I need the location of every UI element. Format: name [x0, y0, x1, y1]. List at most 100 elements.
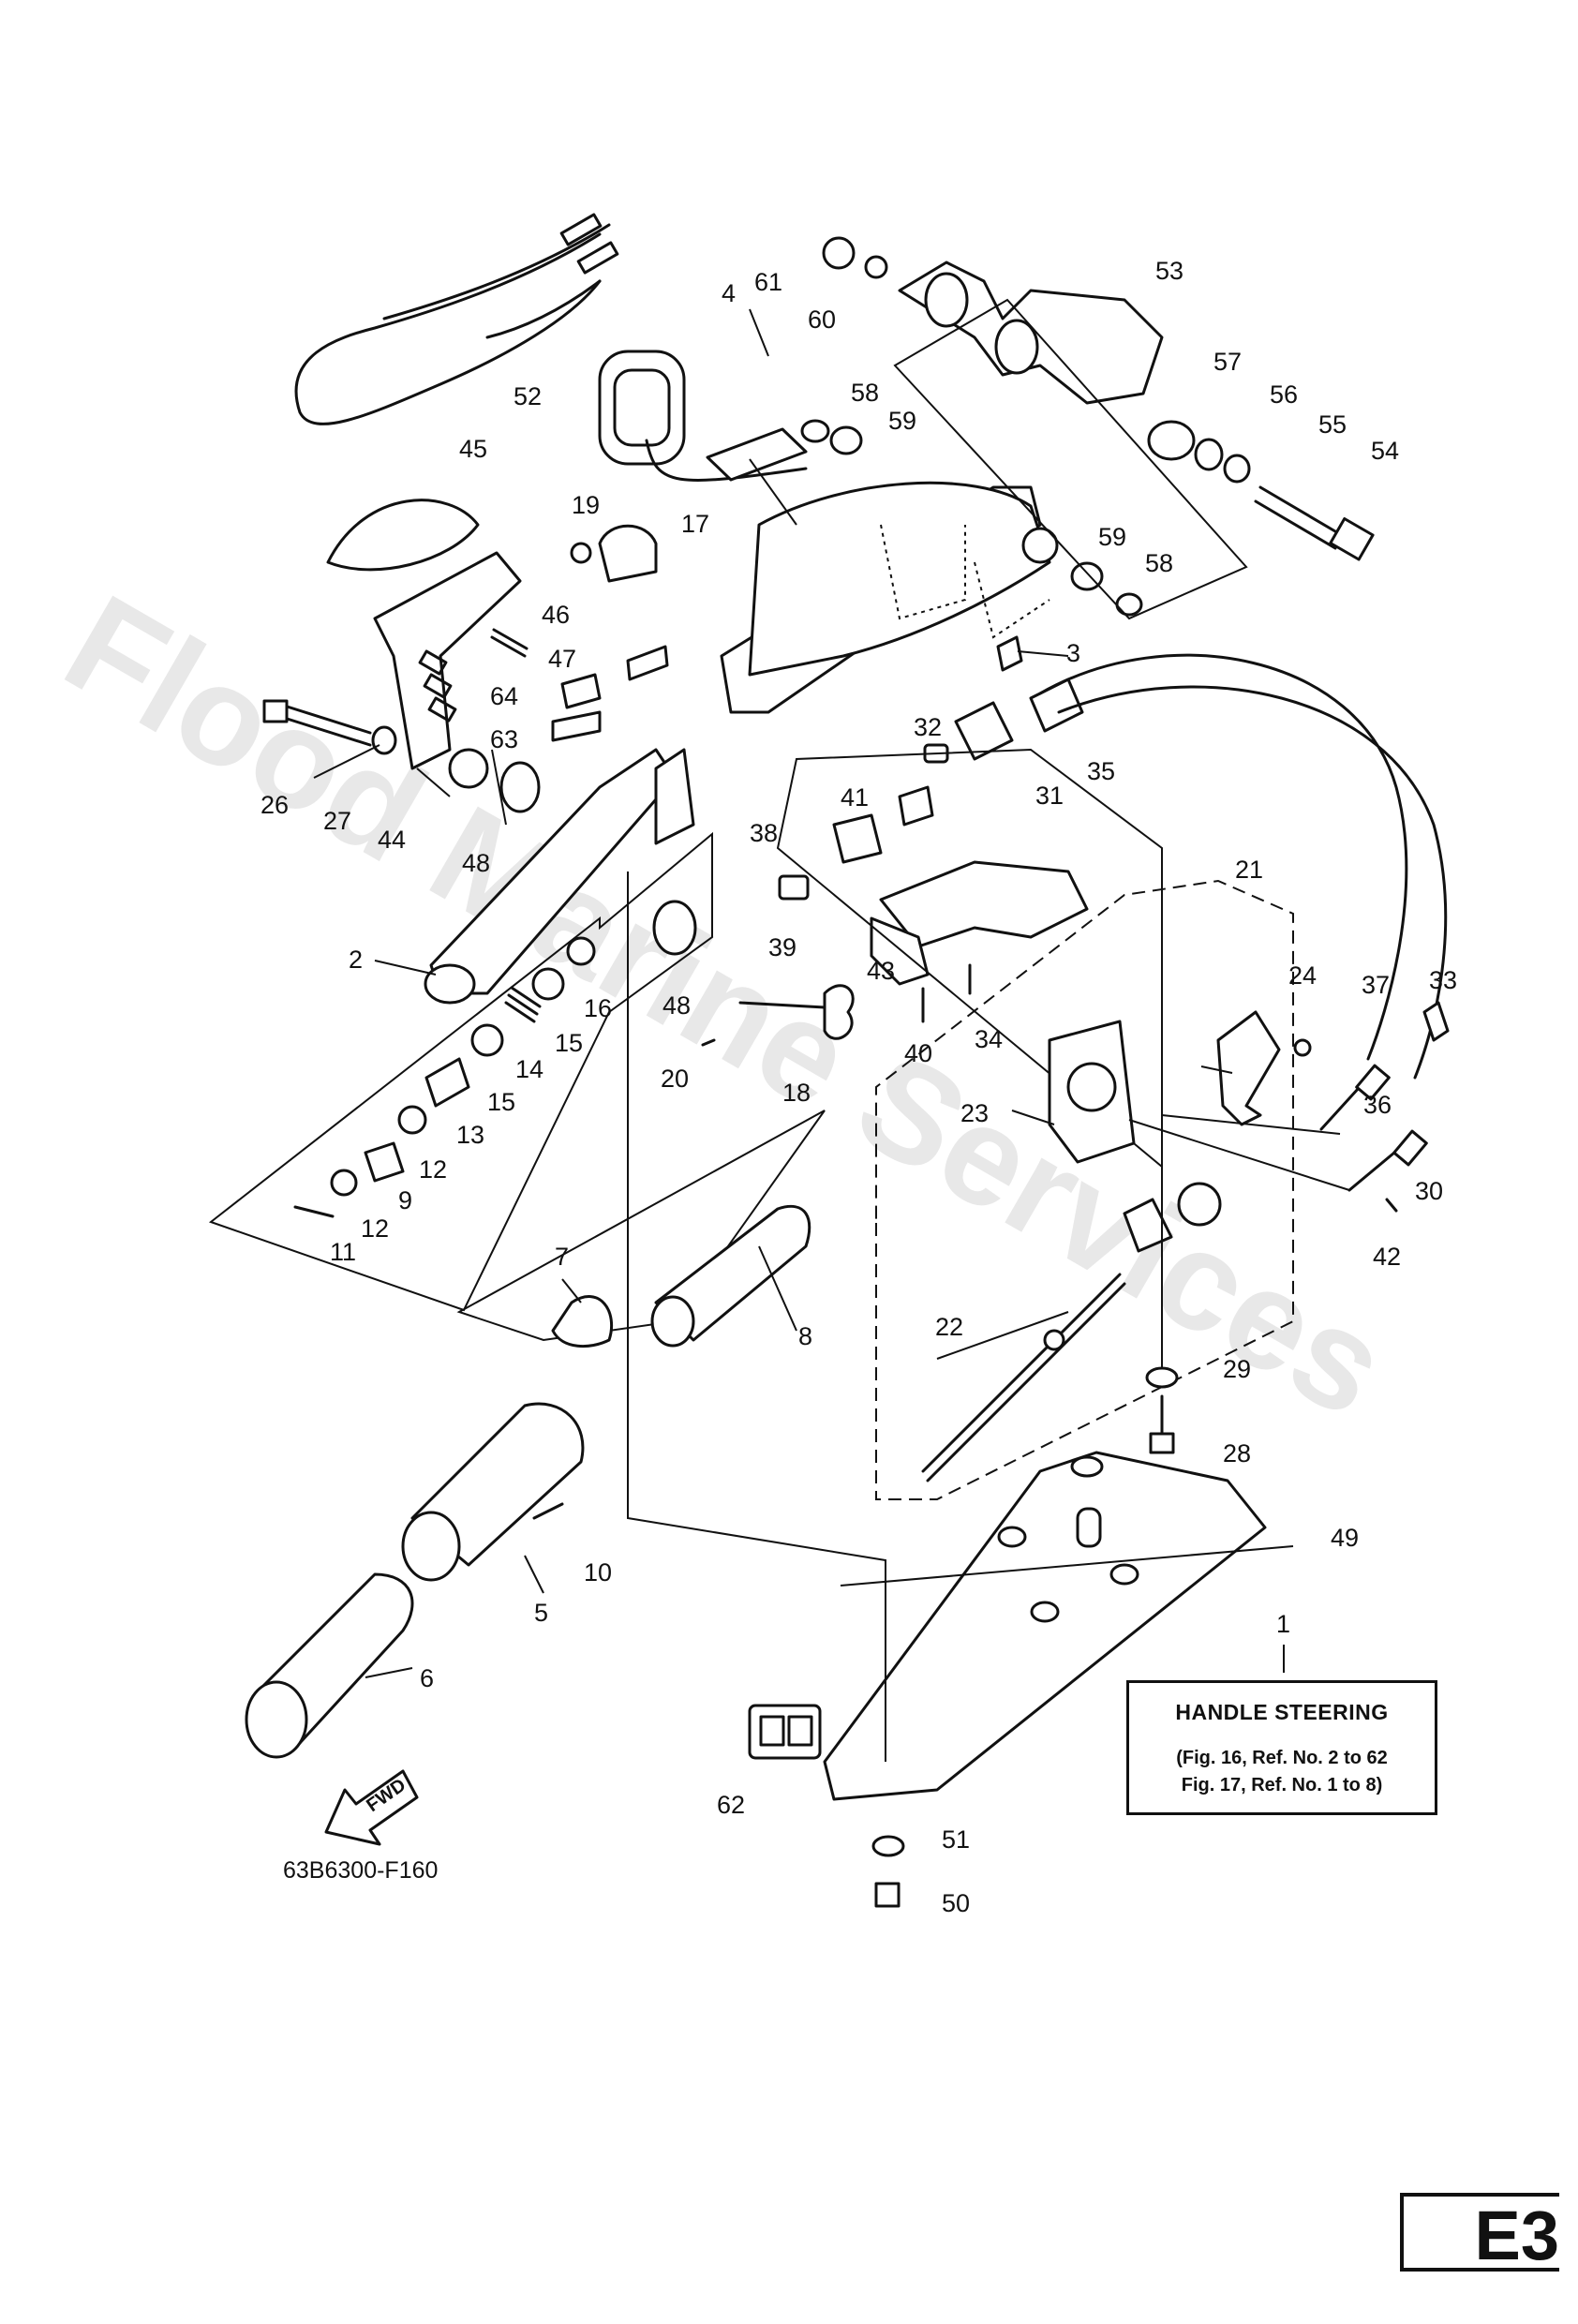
part-26-bolt-head: [262, 699, 289, 723]
part-label: 42: [1373, 1243, 1401, 1271]
part-label: 34: [975, 1025, 1003, 1053]
part-label: 47: [548, 645, 576, 673]
part-label: 23: [960, 1099, 989, 1127]
part-label: 3: [1066, 639, 1080, 667]
part-54-bolt: [1254, 485, 1375, 561]
part-label: 2: [349, 946, 363, 974]
part-label: 57: [1213, 348, 1242, 376]
part-label: 19: [572, 491, 600, 519]
part-18-friction-screw: [738, 984, 855, 1040]
part-label: 32: [914, 713, 942, 741]
part-label: 38: [750, 819, 778, 847]
part-23-shift-bracket: [1048, 1020, 1136, 1164]
tiller-arm: [424, 748, 695, 1005]
part-label: 40: [904, 1039, 932, 1067]
part-27-washer: [371, 725, 397, 755]
part-24-clip: [1293, 1038, 1312, 1057]
part-64-label: [560, 673, 602, 709]
fwd-arrow: FWD: [324, 1769, 419, 1846]
part-label: 24: [1288, 961, 1317, 990]
part-label: 49: [1331, 1524, 1359, 1552]
part-label: 35: [1087, 757, 1115, 785]
mounting-plate: [778, 785, 1089, 986]
part-6-throttle-grip: [245, 1572, 414, 1759]
part-label: 55: [1318, 410, 1347, 439]
part-label: 39: [768, 933, 796, 961]
part-label: 45: [459, 435, 487, 463]
ref-line-lever-to-cable: [1128, 1114, 1350, 1191]
part-label: 7: [555, 1243, 569, 1271]
part-17-knob: [598, 524, 658, 583]
part-50-screw: [874, 1882, 901, 1908]
part-53-bracket: [898, 261, 1164, 405]
part-label: 9: [398, 1186, 412, 1214]
part-label: 27: [323, 807, 351, 835]
part-29-washer: [1145, 1366, 1179, 1389]
part-33-clip: [1422, 1001, 1450, 1042]
part-55-washer: [1223, 454, 1251, 484]
part-42-clip: [1385, 1198, 1398, 1213]
outline-box-left: [208, 831, 713, 1312]
part-label: 41: [841, 783, 869, 812]
part-49-bottom-cover: [823, 1451, 1267, 1801]
part-8-sleeve: [650, 1204, 811, 1348]
part-label: 44: [378, 826, 406, 854]
part-36-cable-end: [1319, 1064, 1391, 1131]
part-label: 8: [798, 1322, 812, 1350]
part-label: 46: [542, 601, 570, 629]
part-60-washer: [864, 255, 888, 279]
part-63-label: [551, 710, 602, 742]
part-label: 50: [942, 1889, 970, 1917]
part-label: 21: [1235, 856, 1263, 884]
part-label: 30: [1415, 1177, 1443, 1205]
part-47-label: [626, 645, 669, 681]
note-line-1: (Fig. 16, Ref. No. 2 to 62: [1176, 1748, 1388, 1768]
part-57-bushing: [1147, 420, 1196, 461]
part-30-cable-end: [1347, 1129, 1428, 1192]
steering-handle-body: [720, 481, 1059, 714]
part-28-screw: [1149, 1394, 1175, 1454]
part-label: 28: [1223, 1439, 1251, 1467]
part-3-grease-nipple: [996, 635, 1023, 672]
part-58-washer-lower: [1115, 592, 1143, 617]
part-label: 12: [361, 1214, 389, 1243]
part-label: 48: [462, 849, 490, 877]
part-label: 48: [662, 991, 691, 1020]
part-label: 10: [584, 1558, 612, 1587]
part-label: 22: [935, 1313, 963, 1341]
part-label: 31: [1035, 782, 1064, 810]
part-label: 6: [420, 1664, 434, 1692]
part-48-bushing-upper: [499, 761, 541, 813]
part-label: 43: [867, 957, 895, 985]
part-label: 58: [1145, 549, 1173, 577]
part-label: 59: [888, 407, 916, 435]
part-59-collar-upper: [829, 425, 863, 455]
part-label: 64: [490, 682, 518, 710]
part-62-connector: [748, 1704, 822, 1760]
part-56-washer: [1194, 438, 1224, 471]
part-label: 62: [717, 1791, 745, 1819]
part-22-shift-rod: [921, 1273, 1126, 1482]
figure-code: 63B6300-F160: [283, 1857, 439, 1884]
part-numbers: 1 2 3 4 5 6 7 8 9 10 11 12 12 13 14 15 1…: [261, 257, 1457, 1917]
part-label: 1: [1276, 1610, 1290, 1638]
part-label: 26: [261, 791, 289, 819]
part-59-collar-lower: [1070, 561, 1104, 591]
part-51-washer: [871, 1835, 905, 1857]
part-10-screw: [532, 1502, 564, 1520]
part-26-bolt: [279, 703, 372, 747]
part-19-nut: [570, 542, 592, 564]
part-label: 18: [782, 1079, 811, 1107]
part-label: 51: [942, 1825, 970, 1854]
part-48-bushing-lower: [652, 900, 697, 956]
part-label: 15: [555, 1029, 583, 1057]
part-label: 17: [681, 510, 709, 538]
part-4-label: [706, 427, 808, 482]
part-label: 29: [1223, 1355, 1251, 1383]
watermark: Flood Marine Services: [41, 564, 1412, 1447]
part-52-grommet: [598, 350, 808, 482]
part-label: 11: [330, 1238, 356, 1266]
part-label: 20: [661, 1065, 689, 1093]
